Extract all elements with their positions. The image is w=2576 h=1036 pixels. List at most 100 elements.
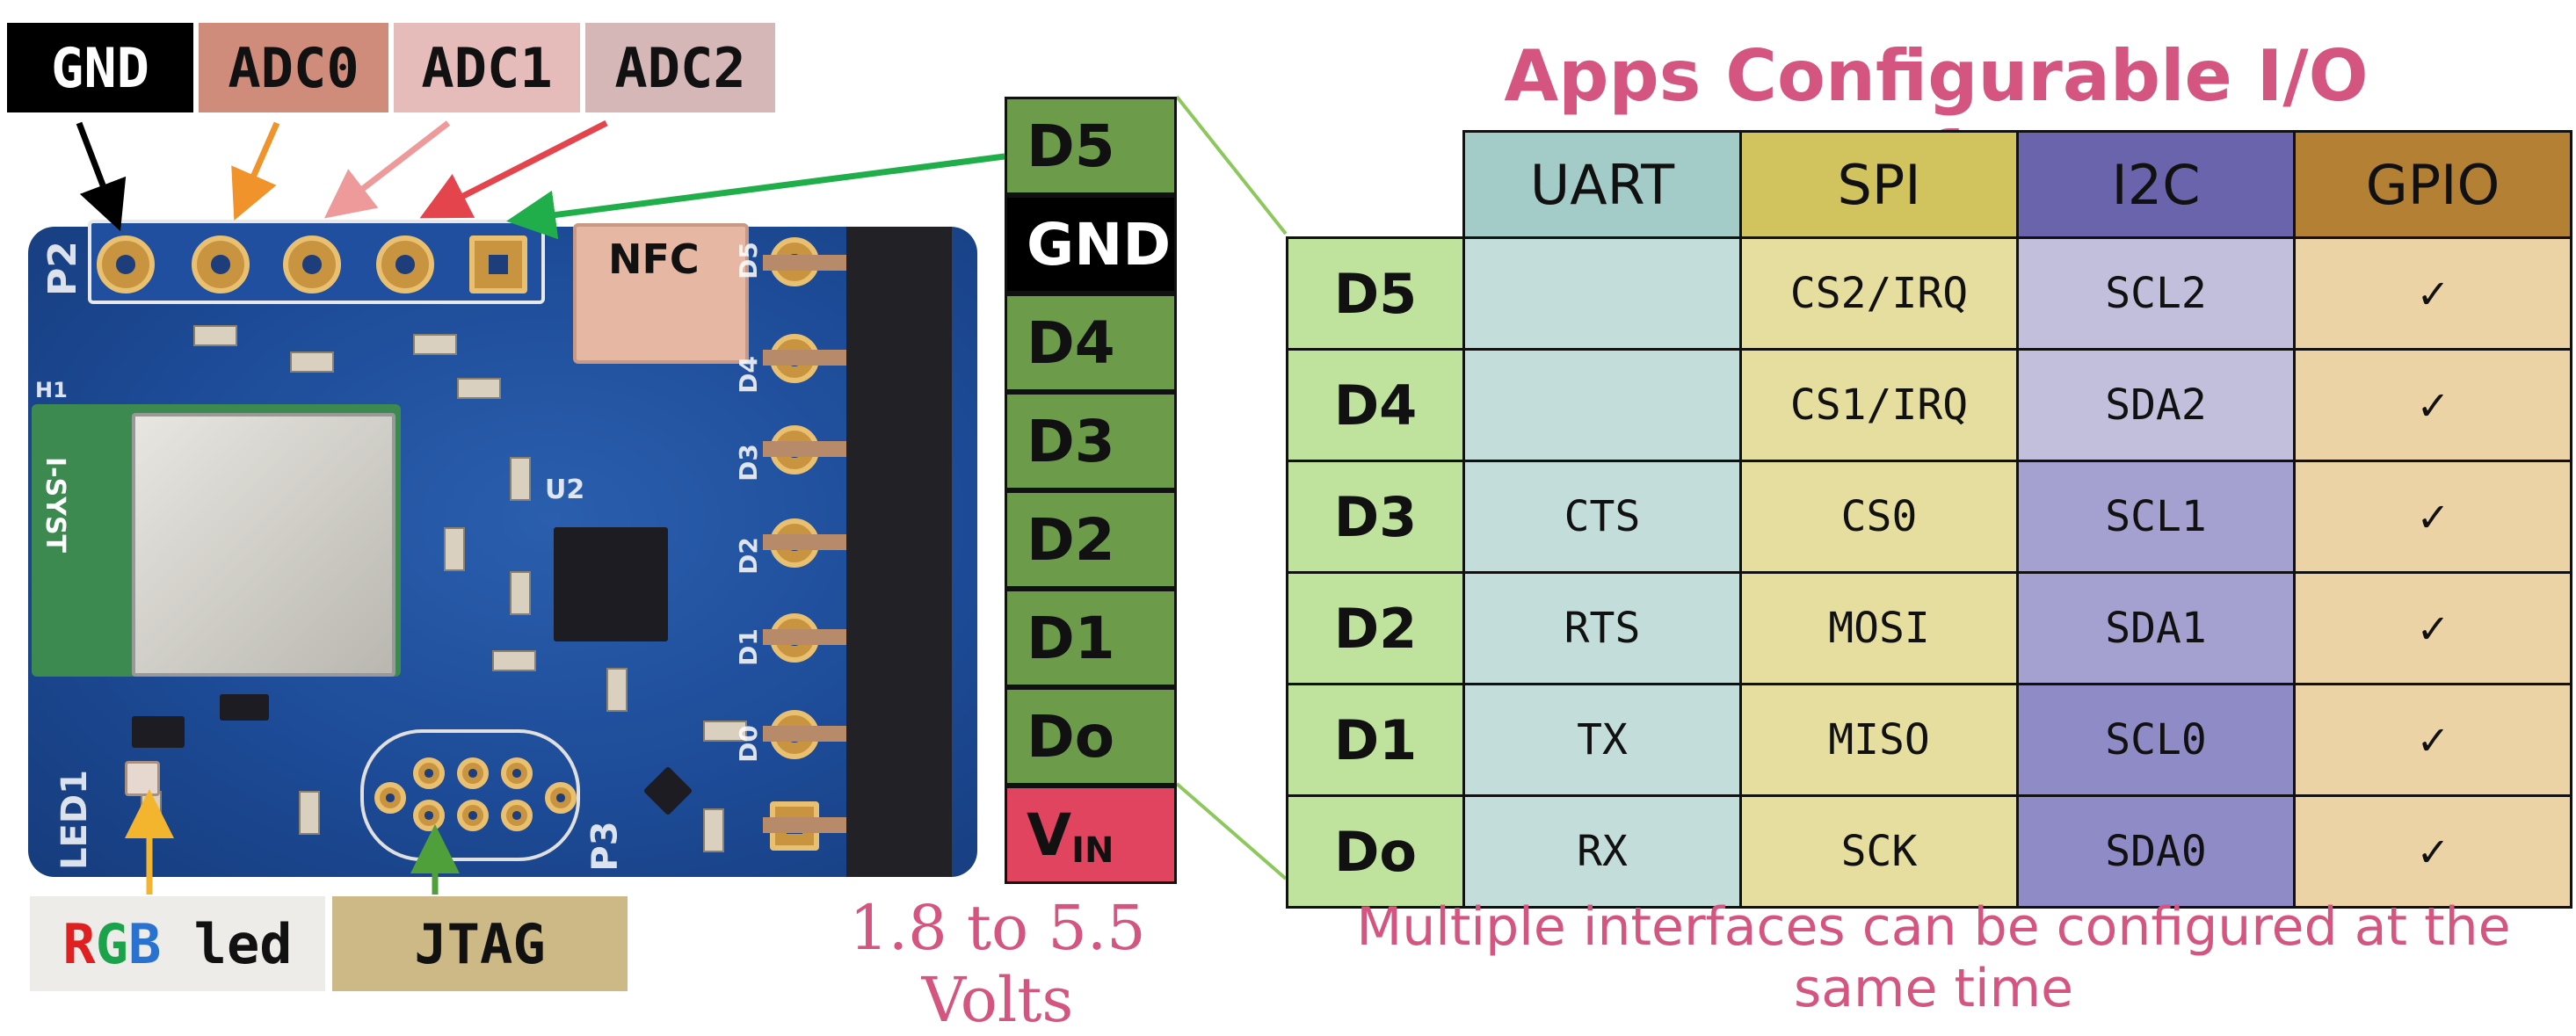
silk-d5: D5 bbox=[733, 242, 763, 279]
voltage-range: 1.8 to 5.5 Volts bbox=[849, 892, 1146, 1036]
ble-module-shield bbox=[132, 413, 395, 677]
transistor-q2 bbox=[220, 694, 269, 721]
silk-d2: D2 bbox=[733, 537, 763, 575]
resistor bbox=[413, 334, 457, 355]
table-row: D4 CS1/IRQ SDA2 ✓ bbox=[1286, 348, 2572, 462]
cell-i2c: SCL0 bbox=[2016, 683, 2296, 797]
vin-main-text: V bbox=[1027, 801, 1072, 869]
p2-pad-adc0 bbox=[192, 235, 250, 293]
cell-i2c: SCL1 bbox=[2016, 460, 2296, 574]
resistor bbox=[290, 351, 334, 373]
cell-gpio: ✓ bbox=[2293, 571, 2572, 685]
resistor bbox=[492, 650, 536, 671]
silk-d1: D1 bbox=[733, 628, 763, 666]
pin-label-d0: Do bbox=[1005, 687, 1177, 786]
cell-i2c: SDA0 bbox=[2016, 794, 2296, 909]
adc1-arrow bbox=[323, 120, 451, 219]
p2-pad-gnd bbox=[97, 235, 155, 293]
cell-gpio: ✓ bbox=[2293, 236, 2572, 351]
silk-d4: D4 bbox=[733, 356, 763, 394]
resistor bbox=[703, 808, 724, 852]
cell-spi: CS2/IRQ bbox=[1739, 236, 2019, 351]
p2-pad-adc1 bbox=[283, 235, 341, 293]
pin-label-d5: D5 bbox=[1005, 97, 1177, 195]
cell-uart bbox=[1462, 348, 1742, 462]
cell-uart: TX bbox=[1462, 683, 1742, 797]
jtag-label: JTAG bbox=[332, 896, 628, 991]
transistor-q1 bbox=[132, 716, 185, 748]
resistor bbox=[703, 721, 747, 742]
cell-gpio: ✓ bbox=[2293, 348, 2572, 462]
cell-spi: MISO bbox=[1739, 683, 2019, 797]
cell-i2c: SCL2 bbox=[2016, 236, 2296, 351]
table-header-row: UART SPI I2C GPIO bbox=[1288, 130, 2572, 239]
p2-pad-d5 bbox=[469, 235, 527, 293]
rgb-g: G bbox=[95, 911, 128, 976]
cell-uart: RX bbox=[1462, 794, 1742, 909]
row-pin-d2: D2 bbox=[1286, 571, 1465, 685]
silk-p2: P2 bbox=[40, 241, 85, 296]
row-pin-d4: D4 bbox=[1286, 348, 1465, 462]
cell-uart: RTS bbox=[1462, 571, 1742, 685]
silk-u2: U2 bbox=[545, 475, 585, 505]
jtag-pad bbox=[501, 800, 533, 831]
resistor bbox=[606, 668, 628, 712]
silk-d3: D3 bbox=[733, 444, 763, 482]
jtag-pad bbox=[457, 757, 489, 789]
jtag-pad bbox=[501, 757, 533, 789]
header-spi: SPI bbox=[1739, 130, 2019, 239]
cell-gpio: ✓ bbox=[2293, 794, 2572, 909]
mcu-chip bbox=[554, 527, 668, 641]
jtag-pad-outline bbox=[360, 729, 580, 861]
pin-label-d2: D2 bbox=[1005, 490, 1177, 589]
resistor bbox=[299, 791, 320, 835]
cell-spi: SCK bbox=[1739, 794, 2019, 909]
row-pin-d5: D5 bbox=[1286, 236, 1465, 351]
silk-h1: H1 bbox=[35, 378, 68, 402]
resistor bbox=[444, 527, 465, 571]
interface-table: UART SPI I2C GPIO D5 CS2/IRQ SCL2 ✓ D4 C… bbox=[1286, 130, 2572, 909]
table-row: D5 CS2/IRQ SCL2 ✓ bbox=[1286, 236, 2572, 351]
jtag-pad bbox=[457, 800, 489, 831]
adc1-label: ADC1 bbox=[394, 23, 580, 112]
adc2-label: ADC2 bbox=[585, 23, 775, 112]
row-pin-d1: D1 bbox=[1286, 683, 1465, 797]
table-row: D1 TX MISO SCL0 ✓ bbox=[1286, 683, 2572, 797]
rgb-r: R bbox=[62, 911, 96, 976]
p2-pad-adc2 bbox=[376, 235, 434, 293]
cell-i2c: SDA1 bbox=[2016, 571, 2296, 685]
rgb-led-component bbox=[125, 761, 160, 796]
row-pin-d3: D3 bbox=[1286, 460, 1465, 574]
cell-i2c: SDA2 bbox=[2016, 348, 2296, 462]
cell-uart: CTS bbox=[1462, 460, 1742, 574]
silk-led1: LED1 bbox=[54, 770, 95, 870]
table-link-top bbox=[1175, 95, 1288, 235]
module-brand-text: I-SYST bbox=[40, 457, 70, 554]
table-row: Do RX SCK SDA0 ✓ bbox=[1286, 794, 2572, 909]
pin-label-d3: D3 bbox=[1005, 392, 1177, 490]
resistor bbox=[141, 791, 162, 835]
gnd-label: GND bbox=[7, 23, 193, 112]
adc0-arrow bbox=[231, 121, 280, 221]
cell-spi: MOSI bbox=[1739, 571, 2019, 685]
gnd-arrow bbox=[76, 121, 127, 232]
resistor bbox=[457, 378, 501, 399]
header-gpio: GPIO bbox=[2293, 130, 2572, 239]
led-text: led bbox=[161, 911, 293, 976]
cell-gpio: ✓ bbox=[2293, 683, 2572, 797]
header-i2c: I2C bbox=[2016, 130, 2296, 239]
pin-header-strip bbox=[846, 227, 952, 877]
jtag-pad bbox=[413, 757, 445, 789]
nfc-connector bbox=[573, 223, 749, 364]
d5-arrow bbox=[506, 153, 1005, 240]
cell-spi: CS0 bbox=[1739, 460, 2019, 574]
rgb-b: B bbox=[128, 911, 162, 976]
table-row: D3 CTS CS0 SCL1 ✓ bbox=[1286, 460, 2572, 574]
table-corner bbox=[1288, 132, 1464, 238]
silk-p3: P3 bbox=[584, 821, 626, 872]
nfc-label: NFC bbox=[608, 235, 700, 283]
footnote: Multiple interfaces can be configured at… bbox=[1356, 896, 2511, 1019]
resistor bbox=[510, 457, 531, 501]
